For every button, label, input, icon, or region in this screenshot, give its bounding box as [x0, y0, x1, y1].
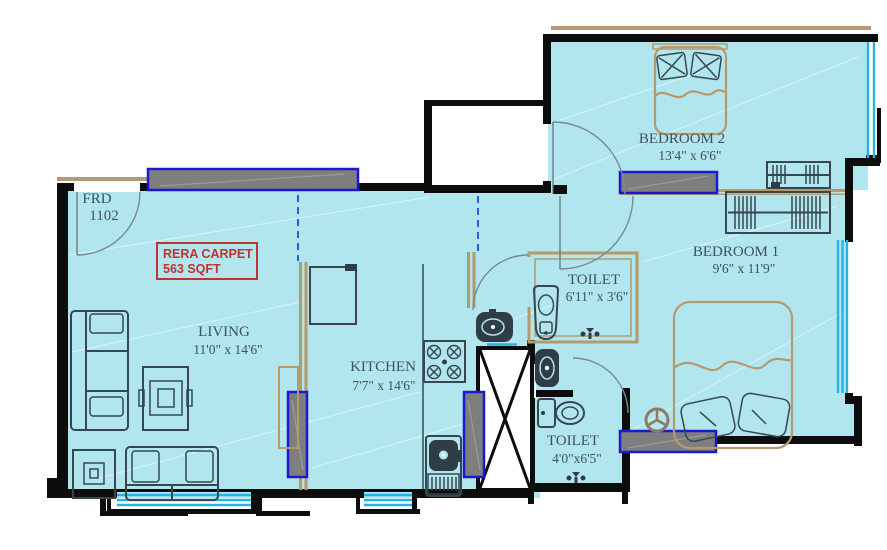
divider-bedrooms-a	[620, 189, 845, 192]
duct-shaft	[476, 346, 534, 492]
main-entrance-door-swing	[76, 191, 141, 256]
bedroom2-wardrobe-shutter	[618, 170, 719, 195]
floor-passage	[540, 186, 630, 491]
divider-bedrooms-b	[620, 193, 845, 195]
partition-living-kitchen-b	[304, 262, 308, 490]
window-kitchen-bottom	[356, 489, 420, 514]
room-dims-kitchen: 7'7" x 14'6"	[352, 378, 415, 393]
wall-toilet2-top	[535, 390, 573, 397]
rera-badge-line1: RERA CARPET	[163, 247, 253, 261]
shower-drain-toilet1-icon	[580, 328, 600, 339]
room-label-kitchen: KITCHEN	[350, 359, 416, 375]
partition-living-kitchen-a	[299, 262, 302, 490]
sofa-3seater-icon	[70, 310, 129, 431]
toilet1-door-swing	[472, 254, 529, 311]
ledge-bedroom2-top	[551, 26, 871, 30]
wall-bedroom1-right-lower	[854, 396, 862, 446]
wall-cutout-left	[424, 100, 432, 193]
wc-toilet2-icon	[537, 398, 585, 428]
coffee-table-icon	[138, 366, 193, 431]
duct-cross-icon	[478, 349, 532, 489]
wardrobe-bedroom1-icon	[725, 191, 831, 234]
room-dims-bedroom2: 13'4" x 6'6"	[658, 148, 721, 163]
door-hinge-block	[553, 185, 567, 194]
bedroom1-wardrobe-shutter	[618, 429, 718, 454]
room-label-toilet1: TOILET	[568, 272, 620, 288]
wall-bedroom2-top	[543, 34, 878, 42]
entrance-corridor-panel	[146, 167, 360, 192]
entry-door-code-line2: 1102	[89, 208, 118, 224]
bed-bedroom1-icon	[672, 300, 794, 450]
room-dims-toilet2: 4'0"x6'5"	[552, 451, 602, 466]
wall-bedroom1-right-upper	[845, 158, 853, 242]
partition-kitchen-passage-a	[467, 252, 470, 308]
bed2-headboard	[652, 43, 728, 50]
wall-bottom-kitchen	[412, 489, 534, 498]
main-door-opening	[74, 183, 140, 192]
kitchen-sink-icon	[425, 435, 462, 497]
wall-bottomleft-step	[47, 478, 57, 496]
toilet1-door-opening	[526, 257, 534, 307]
wall-bottom-step4	[256, 511, 310, 516]
passage-door-swing	[559, 195, 634, 270]
floor-bedroom2	[548, 40, 868, 190]
room-label-toilet2: TOILET	[547, 433, 599, 449]
sofa-2seater-icon	[125, 446, 219, 501]
door-panels	[146, 167, 719, 479]
room-dims-bedroom1: 9'6" x 11'9"	[713, 261, 776, 276]
entry-door-code-line1: FRD	[82, 191, 111, 207]
ceiling-fan-icon	[644, 407, 670, 433]
wall-right-jog	[845, 158, 880, 166]
labels: FRD 1102 RERA CARPET 563 SQFT LIVING 11'…	[82, 131, 779, 466]
room-label-bedroom2: BEDROOM 2	[639, 131, 725, 147]
room-label-bedroom1: BEDROOM 1	[693, 244, 779, 260]
wall-outer-left	[57, 183, 68, 497]
wall-toilet2-bottom	[528, 483, 628, 492]
room-dims-toilet1: 6'11" x 3'6"	[566, 289, 629, 304]
wall-bedroom2-left-upper	[543, 34, 551, 124]
wall-cutout-top	[424, 100, 551, 106]
wall-bottom-step1	[100, 497, 106, 515]
wall-bottom-mid	[252, 489, 364, 498]
wall-bedroom1-bottom	[620, 436, 862, 444]
wall-corridor-bottom	[428, 185, 551, 193]
window-bedroom2-right	[866, 42, 876, 158]
floor-texture	[69, 56, 859, 481]
bedroom2-door-swing	[552, 121, 626, 195]
wall-outer-right-upper	[877, 108, 881, 163]
kitchen-slider-panel	[462, 390, 486, 479]
tv-unit-back-panel	[278, 366, 299, 449]
side-table-icon	[72, 449, 116, 499]
wall-bottom-left	[47, 489, 117, 498]
floor-bedroom1-nook	[846, 402, 856, 440]
wall-bottom-step5	[528, 492, 534, 504]
floor-bedroom1	[628, 190, 846, 440]
rera-carpet-badge: RERA CARPET 563 SQFT	[156, 242, 258, 280]
washbasin-passage-icon	[476, 309, 513, 342]
ledge-top-left	[57, 177, 149, 181]
fridge-icon	[309, 264, 357, 325]
wc-toilet1-icon	[532, 285, 560, 341]
wall-bedroom1-jog	[845, 396, 862, 404]
wardrobe-bedroom2-icon	[766, 161, 831, 189]
wall-bedroom2-left-stub	[543, 181, 551, 193]
shower-drain-toilet2-icon	[566, 472, 586, 483]
wall-bottom-step3	[256, 497, 262, 515]
room-label-living: LIVING	[198, 324, 250, 340]
washbasin-toilet2-icon	[535, 349, 559, 387]
partition-kitchen-passage-b	[472, 252, 476, 308]
door-swings	[76, 121, 634, 414]
toilet2-door-swing	[572, 357, 629, 414]
bed-bedroom2-icon	[652, 43, 728, 136]
stove-icon	[423, 340, 466, 383]
window-bedroom1-right	[836, 240, 849, 393]
rera-badge-line2: 563 SQFT	[163, 262, 221, 276]
wall-bottom-step6	[622, 492, 628, 504]
room-dims-living: 11'0" x 14'6"	[193, 342, 262, 357]
